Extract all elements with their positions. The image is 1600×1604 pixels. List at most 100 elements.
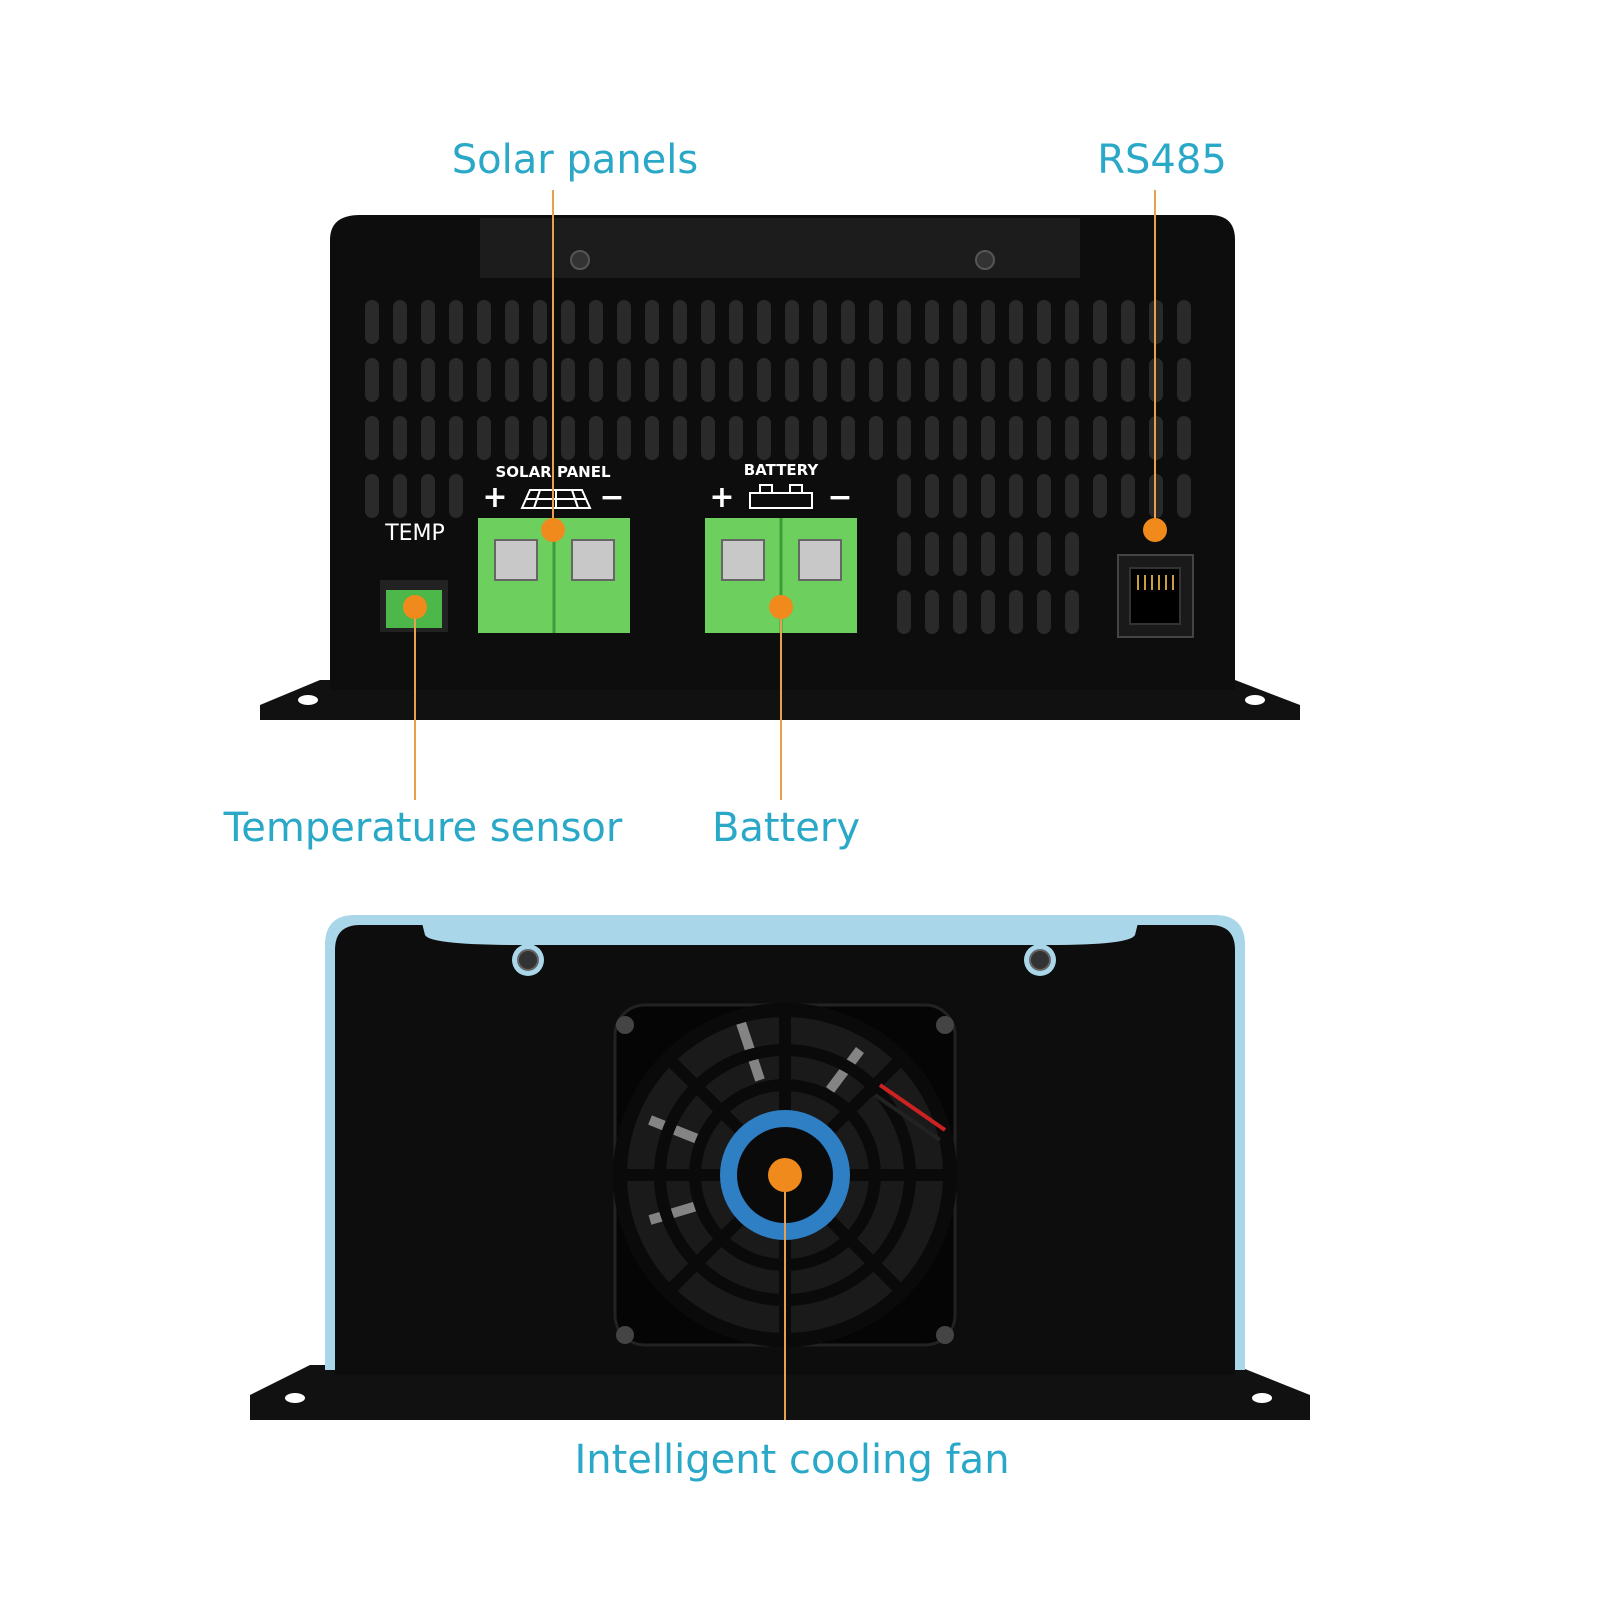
vent-slot — [617, 300, 631, 344]
screw-3 — [517, 949, 539, 971]
vent-slot — [785, 416, 799, 460]
vent-slot — [449, 358, 463, 402]
vent-slot — [1121, 416, 1135, 460]
vent-slot — [813, 358, 827, 402]
vent-slot — [1065, 416, 1079, 460]
vent-slot — [505, 300, 519, 344]
vent-slot — [1065, 532, 1079, 576]
vent-slot — [813, 300, 827, 344]
vent-slot — [645, 300, 659, 344]
temp-label: TEMP — [384, 521, 445, 546]
vent-slot — [1065, 590, 1079, 634]
vent-slot — [1037, 590, 1051, 634]
marker-rs485 — [1143, 518, 1167, 542]
vent-slot — [981, 532, 995, 576]
vent-slot — [701, 300, 715, 344]
vent-slot — [897, 300, 911, 344]
vent-slot — [953, 416, 967, 460]
vent-slot — [477, 300, 491, 344]
vent-slot — [505, 416, 519, 460]
vent-slot — [1065, 474, 1079, 518]
vent-slot — [393, 474, 407, 518]
vent-slot — [1065, 300, 1079, 344]
vent-slot — [897, 590, 911, 634]
screw-2 — [975, 250, 995, 270]
top-plate — [480, 218, 1080, 278]
mount-hole-left — [298, 695, 318, 705]
vent-slot — [365, 474, 379, 518]
battery-terminal-screw-plus[interactable] — [721, 539, 765, 581]
vent-slot — [1037, 416, 1051, 460]
vent-slot — [1009, 416, 1023, 460]
vent-slot — [477, 358, 491, 402]
vent-slot — [561, 300, 575, 344]
solar-minus-sign: − — [599, 480, 624, 515]
vent-slot — [673, 416, 687, 460]
mount-hole-right — [1245, 695, 1265, 705]
vent-slot — [1009, 474, 1023, 518]
vent-slot — [785, 300, 799, 344]
vent-slot — [1093, 474, 1107, 518]
vent-slot — [365, 358, 379, 402]
vent-slot — [981, 358, 995, 402]
vent-slot — [981, 590, 995, 634]
callout-solar-panels: Solar panels — [451, 137, 699, 183]
vent-slot — [1121, 474, 1135, 518]
vent-slot — [841, 300, 855, 344]
vent-slot — [1093, 300, 1107, 344]
vent-slots — [365, 300, 1191, 634]
marker-temp — [403, 595, 427, 619]
vent-slot — [981, 300, 995, 344]
solar-terminal-screw-minus[interactable] — [571, 539, 615, 581]
vent-slot — [533, 358, 547, 402]
vent-slot — [953, 590, 967, 634]
vent-slot — [1009, 300, 1023, 344]
solar-terminal-screw-plus[interactable] — [494, 539, 538, 581]
vent-slot — [393, 300, 407, 344]
callout-battery: Battery — [711, 805, 861, 851]
vent-slot — [1065, 358, 1079, 402]
vent-slot — [421, 416, 435, 460]
vent-slot — [1093, 358, 1107, 402]
vent-slot — [1121, 358, 1135, 402]
vent-slot — [365, 416, 379, 460]
solar-plus-sign: + — [482, 480, 507, 515]
vent-slot — [1177, 300, 1191, 344]
top-unit: TEMP SOLAR PANEL + − BATTERY + − — [260, 215, 1300, 720]
vent-slot — [561, 358, 575, 402]
vent-slot — [813, 416, 827, 460]
vent-slot — [1177, 416, 1191, 460]
battery-icon — [749, 484, 813, 509]
vent-slot — [757, 358, 771, 402]
vent-slot — [645, 416, 659, 460]
vent-slot — [953, 358, 967, 402]
mounting-base-bottom — [250, 1365, 1310, 1420]
vent-slot — [729, 416, 743, 460]
vent-slot — [953, 474, 967, 518]
vent-slot — [925, 358, 939, 402]
vent-slot — [645, 358, 659, 402]
vent-slot — [701, 358, 715, 402]
mount-hole-bottom-left — [285, 1393, 305, 1403]
vent-slot — [841, 358, 855, 402]
marker-dots — [403, 518, 1167, 1192]
vent-slot — [981, 474, 995, 518]
vent-slot — [897, 358, 911, 402]
vent-slot — [1037, 300, 1051, 344]
vent-slot — [757, 300, 771, 344]
vent-slot — [729, 358, 743, 402]
vent-slot — [421, 358, 435, 402]
vent-slot — [897, 474, 911, 518]
vent-slot — [981, 416, 995, 460]
vent-slot — [925, 532, 939, 576]
vent-slot — [869, 358, 883, 402]
screw-1 — [570, 250, 590, 270]
vent-slot — [589, 300, 603, 344]
vent-slot — [449, 416, 463, 460]
vent-slot — [925, 474, 939, 518]
vent-slot — [1177, 358, 1191, 402]
battery-terminal-screw-minus[interactable] — [798, 539, 842, 581]
vent-slot — [701, 416, 715, 460]
vent-slot — [1037, 532, 1051, 576]
